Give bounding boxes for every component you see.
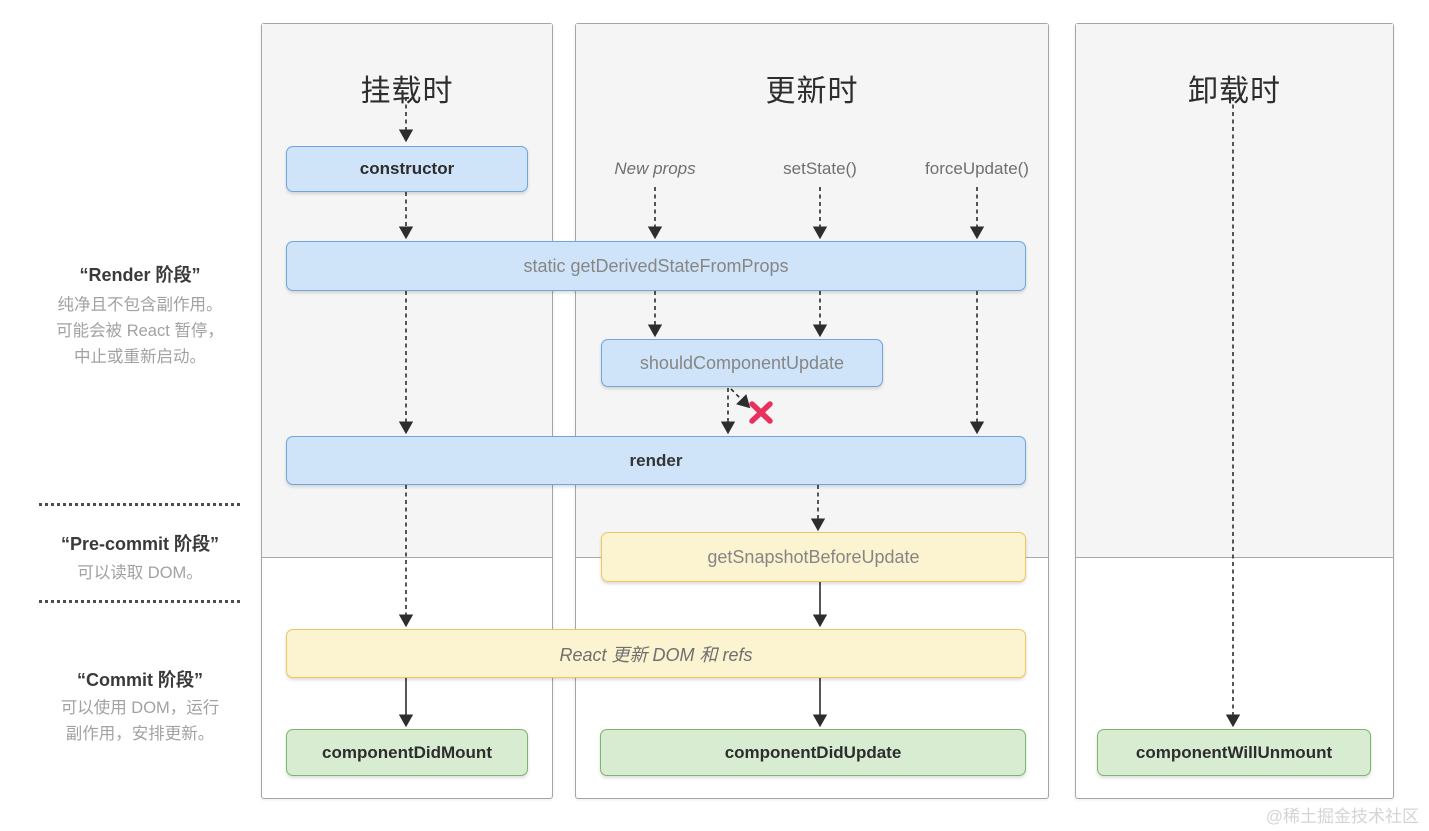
node-getsnapshotbeforeupdate[interactable]: getSnapshotBeforeUpdate <box>601 532 1026 582</box>
node-shouldcomponentupdate[interactable]: shouldComponentUpdate <box>601 339 883 387</box>
trigger-new-props: New props <box>614 159 696 178</box>
column-updating: 更新时 <box>575 23 1049 799</box>
node-react-updates-dom[interactable]: React 更新 DOM 和 refs <box>286 629 1026 678</box>
phase-separator-top <box>39 503 240 506</box>
column-unmounting: 卸载时 <box>1075 23 1394 799</box>
node-constructor[interactable]: constructor <box>286 146 528 192</box>
node-componentdidupdate[interactable]: componentDidUpdate <box>600 729 1026 776</box>
column-mounting: 挂载时 <box>261 23 553 799</box>
phase-separator-bottom <box>39 600 240 603</box>
phase-title-render: “Render 阶段” <box>79 265 201 285</box>
node-getderivedstatefromprops[interactable]: static getDerivedStateFromProps <box>286 241 1026 291</box>
trigger-forceupdate: forceUpdate() <box>925 159 1029 178</box>
phase-desc-render: 纯净且不包含副作用。 可能会被 React 暂停， 中止或重新启动。 <box>56 296 224 366</box>
phase-title-commit: “Commit 阶段” <box>77 670 203 690</box>
node-componentdidmount[interactable]: componentDidMount <box>286 729 528 776</box>
render-phase-zone-unmounting <box>1076 24 1393 558</box>
watermark: @稀土掘金技术社区 <box>1265 807 1419 826</box>
column-title-mounting: 挂载时 <box>360 75 454 108</box>
column-title-unmounting: 卸载时 <box>1188 75 1281 108</box>
trigger-setstate: setState() <box>783 159 857 178</box>
column-title-updating: 更新时 <box>765 75 859 108</box>
phase-desc-precommit: 可以读取 DOM。 <box>77 564 203 582</box>
phase-desc-commit: 可以使用 DOM，运行 副作用，安排更新。 <box>60 699 220 743</box>
node-render[interactable]: render <box>286 436 1026 485</box>
node-componentwillunmount[interactable]: componentWillUnmount <box>1097 729 1371 776</box>
phase-title-precommit: “Pre-commit 阶段” <box>60 534 220 554</box>
